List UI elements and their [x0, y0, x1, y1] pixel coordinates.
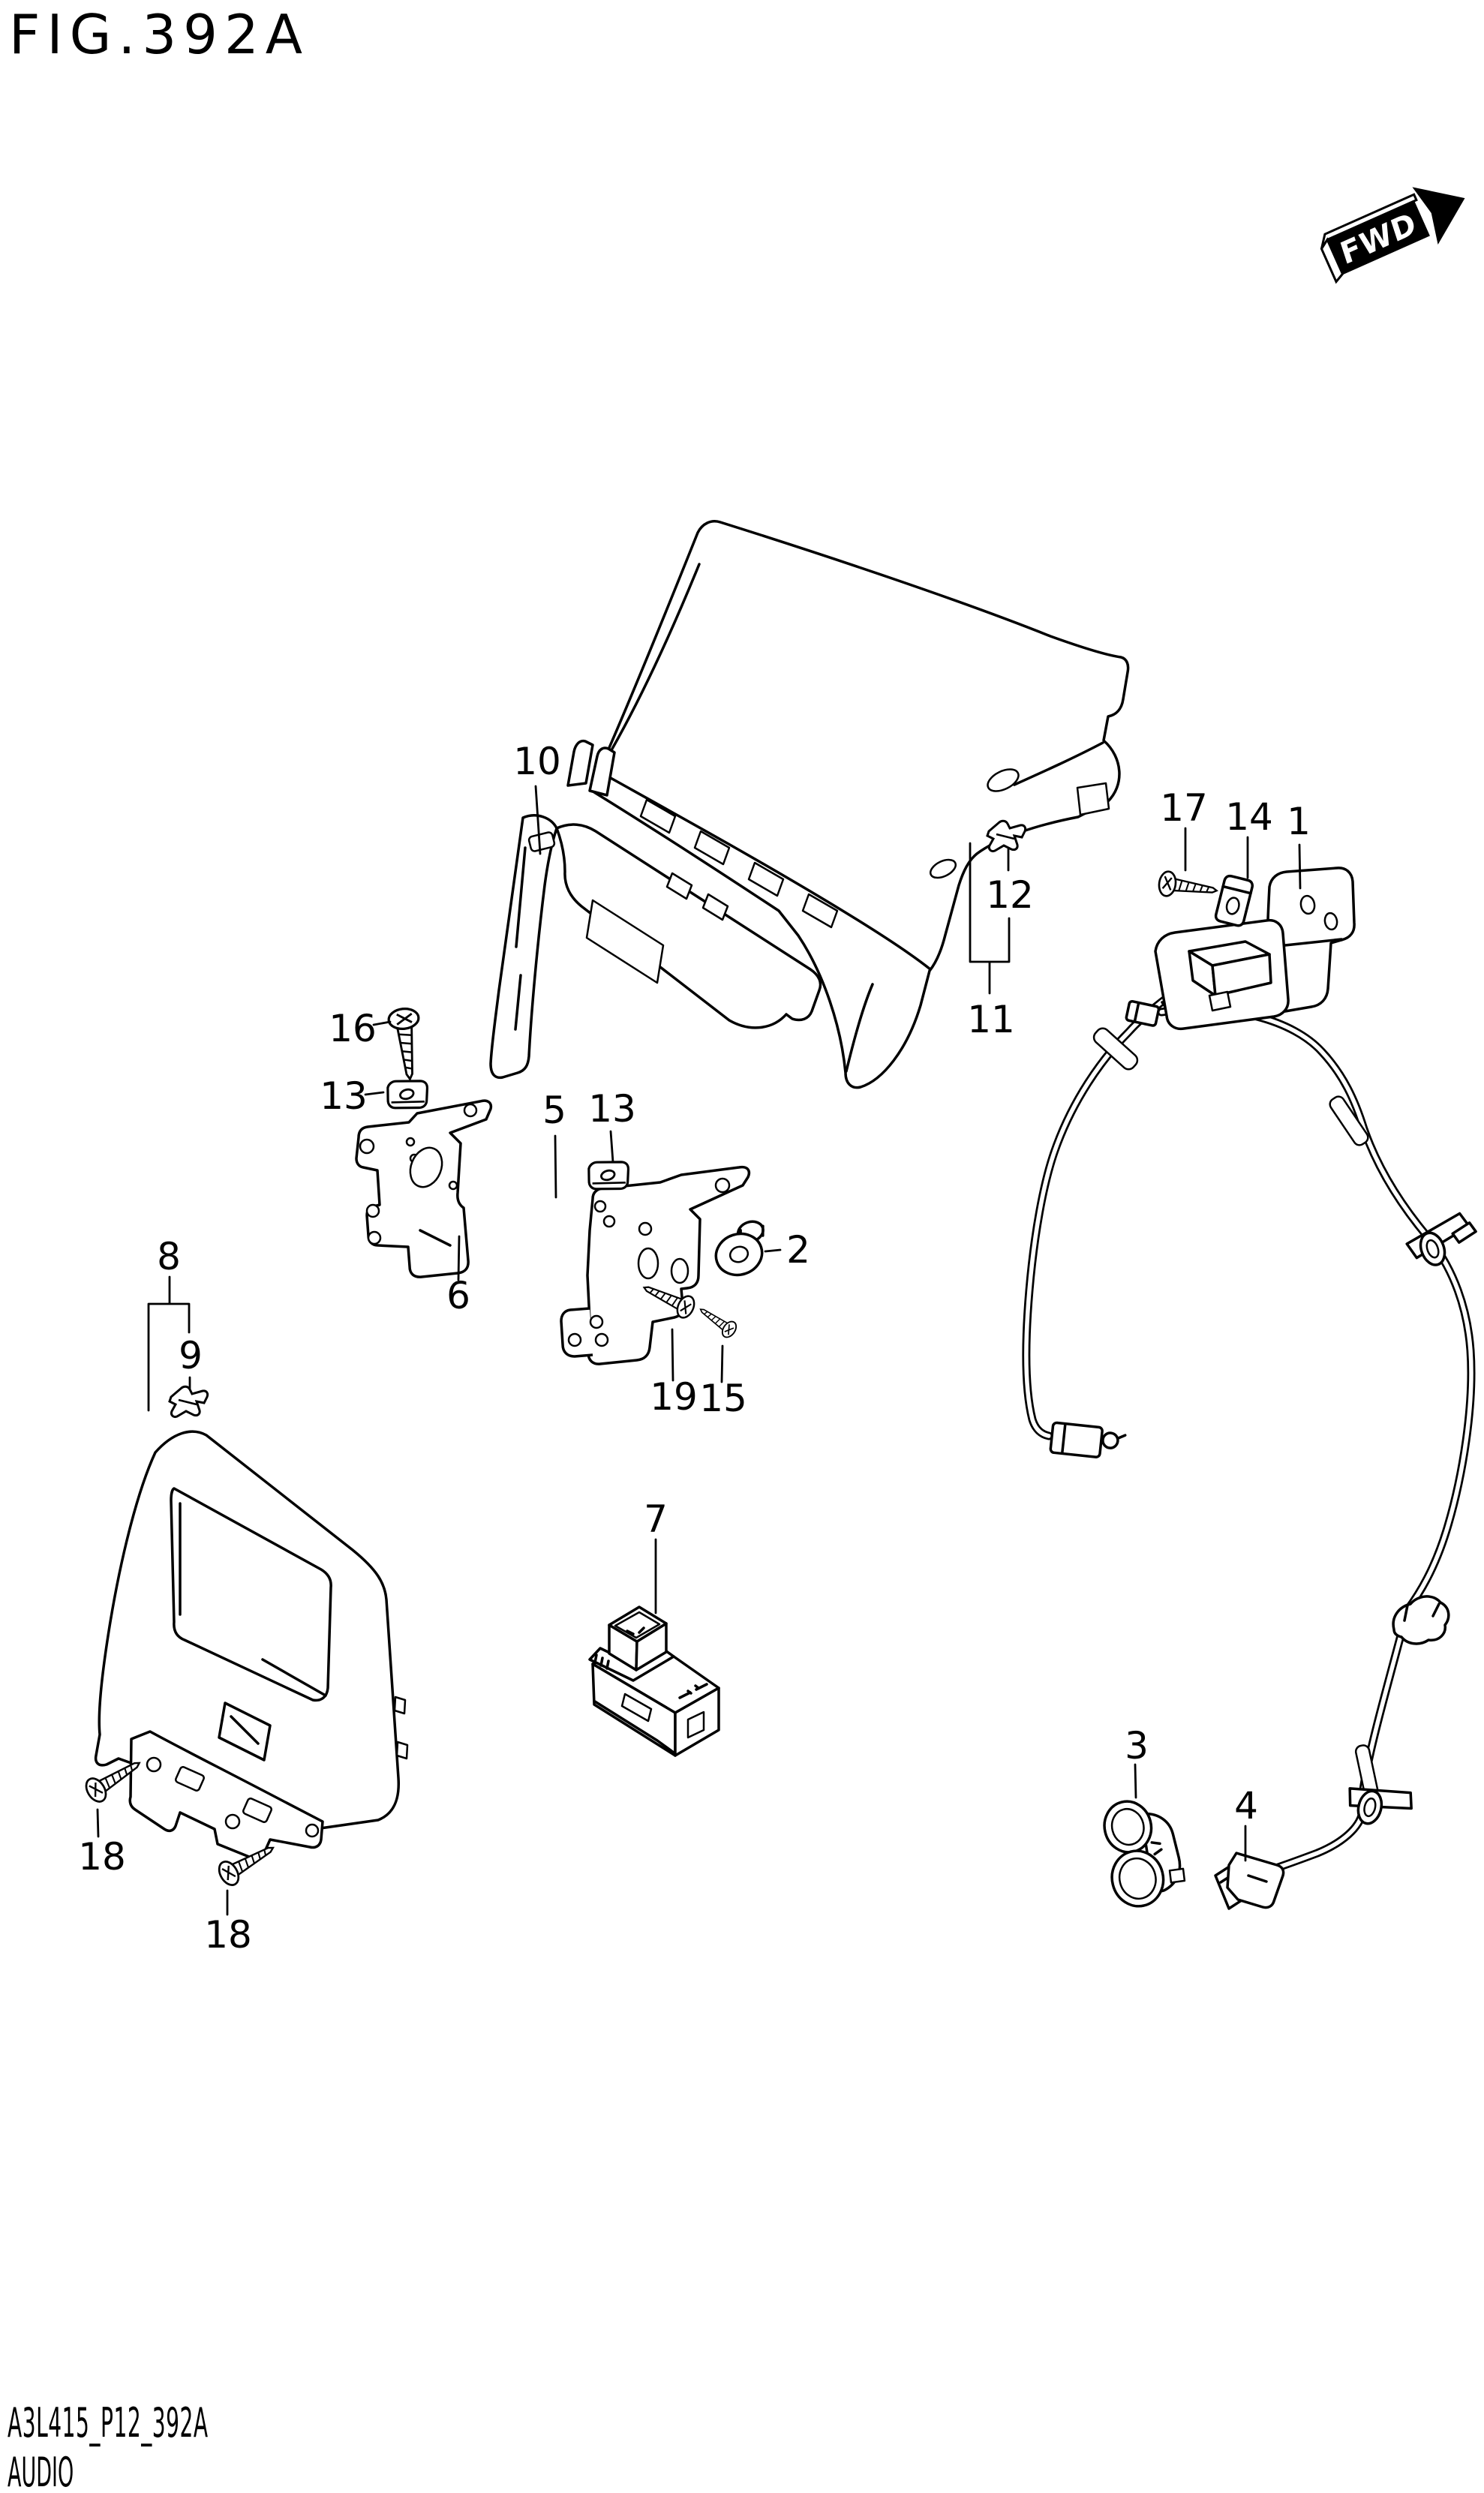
part-13-clip-left	[384, 1075, 431, 1113]
part-10-frame	[489, 814, 822, 1080]
part-2-grommet	[714, 1220, 765, 1277]
callout-19: 19	[650, 1375, 698, 1419]
part-8-bezel	[94, 1430, 409, 1861]
callout-12: 12	[986, 873, 1034, 917]
callout-6: 6	[446, 1274, 470, 1317]
part-7-module	[588, 1605, 720, 1757]
figure-title: FIG.392A	[9, 3, 310, 66]
part-13-clip-right	[585, 1156, 632, 1194]
part-14-clip	[1214, 874, 1254, 927]
callout-13-left: 13	[320, 1074, 368, 1118]
callout-16: 16	[329, 1007, 377, 1050]
callout-15: 15	[699, 1377, 747, 1420]
part-1-bracket-assembly	[1154, 867, 1356, 1031]
callout-14: 14	[1225, 795, 1273, 839]
callout-18-right: 18	[204, 1913, 252, 1957]
callout-17: 17	[1160, 786, 1208, 830]
part-6-bracket	[355, 1099, 493, 1278]
callout-5: 5	[542, 1089, 566, 1132]
callout-4: 4	[1234, 1784, 1258, 1828]
footer-drawing-code: A3L415_P12_392A	[8, 2399, 209, 2446]
callout-2: 2	[786, 1228, 810, 1272]
part-15-screw	[695, 1301, 740, 1341]
antenna-harness	[1022, 980, 1477, 1879]
fwd-direction-arrow: FWD	[1320, 187, 1465, 284]
part-3-socket	[1103, 1800, 1186, 1908]
callout-9: 9	[179, 1334, 203, 1377]
callout-3: 3	[1125, 1724, 1149, 1768]
callout-10: 10	[513, 740, 561, 783]
callout-13-right: 13	[588, 1087, 636, 1131]
callout-18-left: 18	[78, 1835, 126, 1879]
callout-11: 11	[967, 998, 1015, 1041]
part-5-bracket	[560, 1165, 751, 1365]
part-11-cover-panel	[566, 520, 1130, 1089]
callout-8: 8	[157, 1235, 181, 1278]
part-17-screw	[1156, 869, 1220, 904]
footer-section-label: AUDIO	[8, 2449, 74, 2493]
callout-labels: 10 16 13 6 5 13 2 19 15 7 8 9 18 18 12 1…	[78, 740, 1311, 1957]
part-4-usb-connector	[1214, 1852, 1285, 1910]
callout-7: 7	[644, 1497, 668, 1541]
part-16-screw	[386, 1006, 426, 1083]
part-9-clip	[168, 1385, 209, 1419]
leader-lines	[96, 785, 1302, 1916]
callout-1: 1	[1287, 800, 1311, 843]
